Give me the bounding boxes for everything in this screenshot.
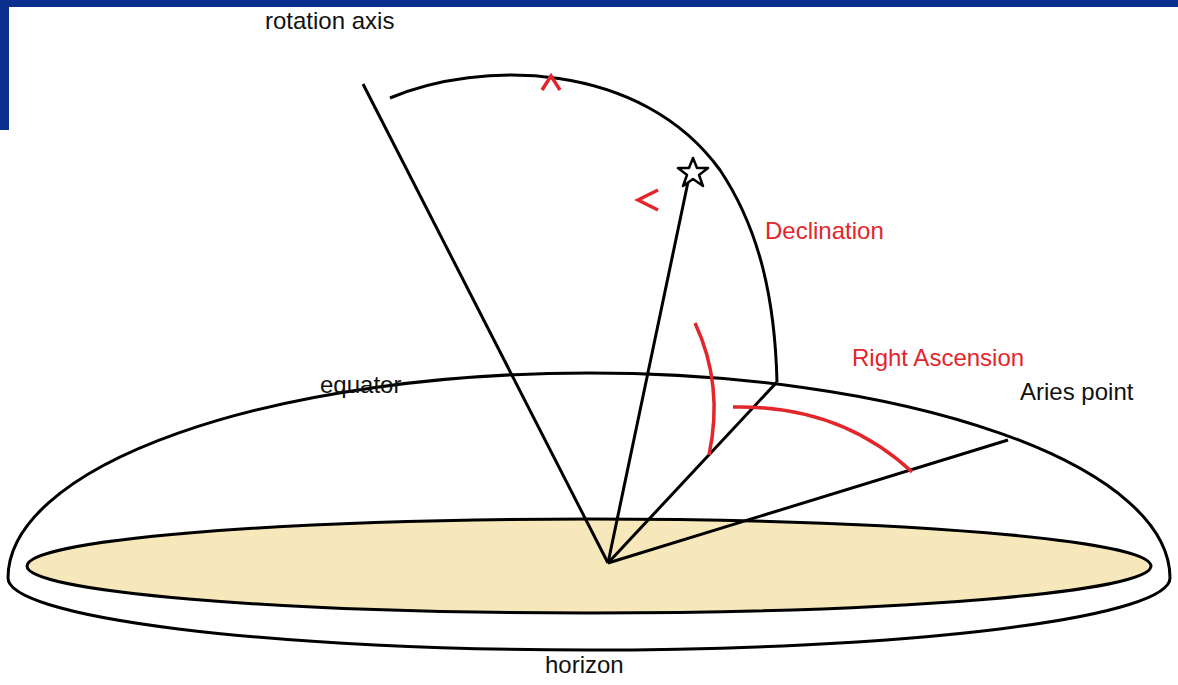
point-label: Aries point [1020,378,1133,406]
circle-label: equator [320,371,401,399]
equator-circle [8,373,1170,650]
slide-top-bar [0,0,1178,7]
direction-chevron [638,190,658,210]
right-ascension-arc [733,407,912,472]
plane-label: horizon [545,651,624,679]
rotation-axis-line [363,84,608,563]
axis-label: rotation axis [265,7,394,35]
angle-label: Declination [765,217,884,245]
star-symbol [678,158,708,186]
direction-chevron [542,76,560,90]
horizon-plane [27,519,1151,613]
slide-left-bar [0,0,9,130]
hour-circle-arc [390,75,777,382]
star-direction-line [608,182,688,563]
declination-arc [695,323,714,455]
angle-label: Right Ascension [852,344,1024,372]
aries-direction-line [608,440,1008,563]
